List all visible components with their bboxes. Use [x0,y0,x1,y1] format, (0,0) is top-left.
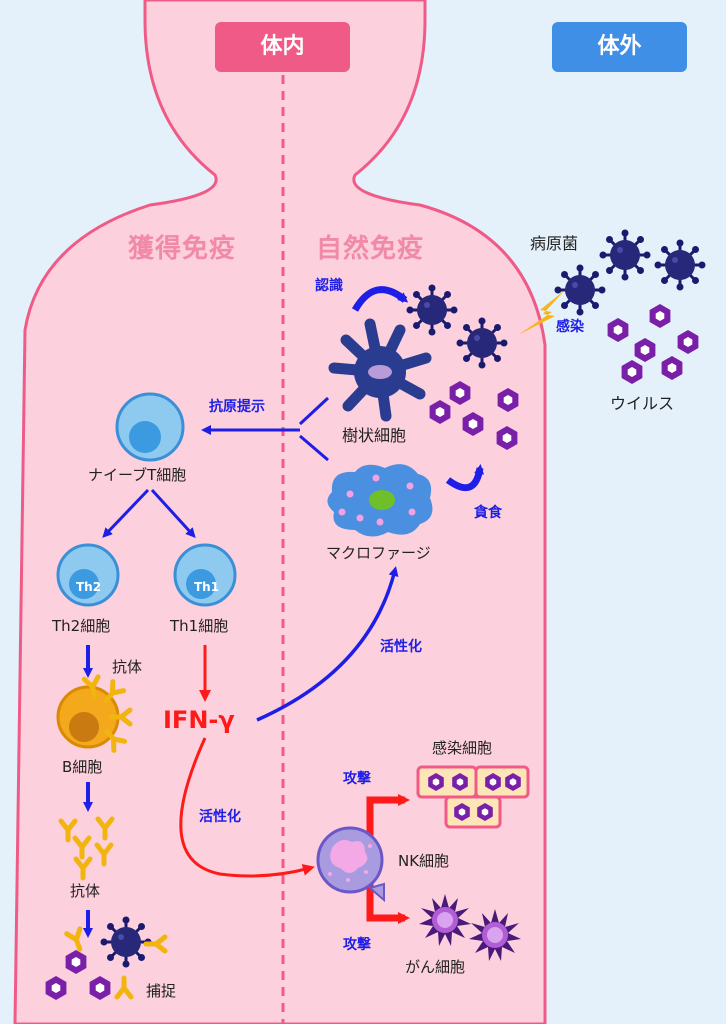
arrow-ifn-to-nk [179,737,315,878]
virus-icon [598,228,652,282]
virus-icon [553,263,607,317]
arrow-mac-to-junction [299,434,329,462]
th2-cell-label: Th2細胞 [52,617,111,635]
virus-icon [99,915,153,969]
arrow-ifn-to-macrophage [256,566,399,722]
infection-label: 感染 [556,319,584,335]
recognize-label: 認識 [315,278,343,294]
recognize-arrow [351,286,409,312]
antigen-presentation-label: 抗原提示 [209,399,265,415]
arrow-to-th1 [150,488,196,538]
attack-arrow-up [366,794,410,842]
virus-particle-icon [649,304,671,328]
nk-cell-label: NK細胞 [398,852,450,870]
virus-icon [653,238,707,292]
virus-label: ウイルス [610,394,675,413]
inside-badge: 体内 [215,22,350,72]
macrophage-icon [327,464,433,537]
lightning-icon [518,290,565,335]
attack-label: 攻撃 [343,937,371,953]
phagocytosis-label: 貪食 [474,505,502,521]
antibody-label: 抗体 [112,658,143,676]
th1-cell-text: Th1 [194,580,220,594]
antibody-label: 抗体 [70,882,101,900]
nk-cell-icon [316,826,385,903]
ifn-gamma-label: IFN-γ [163,706,235,734]
b-cell-icon [56,685,120,749]
virus-icon [405,283,459,337]
t-cell-icon [56,543,120,607]
acquired-immunity-title: 獲得免疫 [128,234,237,264]
activation-label: 活性化 [199,809,241,825]
cancer-cell-label: がん細胞 [405,958,466,976]
arrow-to-th2 [102,488,150,538]
th1-cell-label: Th1細胞 [170,617,229,635]
attack-label: 攻撃 [343,771,371,787]
b-cell-label: B細胞 [62,758,103,776]
virus-particle-icon [607,318,629,342]
virus-particle-icon [661,356,683,380]
dendritic-cell-icon [328,318,432,422]
virus-particle-icon [621,360,643,384]
virus-particle-icon [677,330,699,354]
outside-badge: 体外 [552,22,687,72]
body-silhouette [13,0,547,1024]
virus-particle-icon [634,338,656,362]
virus-icon [455,316,509,370]
activation-label: 活性化 [380,639,422,655]
pathogen-label: 病原菌 [530,234,579,253]
dendritic-cell-label: 樹状細胞 [342,426,407,445]
attack-arrow-down [366,880,410,924]
macrophage-label: マクロファージ [326,544,431,562]
innate-immunity-title: 自然免疫 [316,234,425,264]
th2-cell-text: Th2 [76,580,102,594]
arrow-dc-to-junction [298,396,330,426]
infected-cell-label: 感染細胞 [432,739,493,757]
capture-label: 捕捉 [146,982,177,1000]
phagocytosis-arrow [445,464,485,492]
naive-t-cell-label: ナイーブT細胞 [88,466,187,484]
naive-t-cell-icon [115,392,185,462]
t-cell-icon [173,543,237,607]
